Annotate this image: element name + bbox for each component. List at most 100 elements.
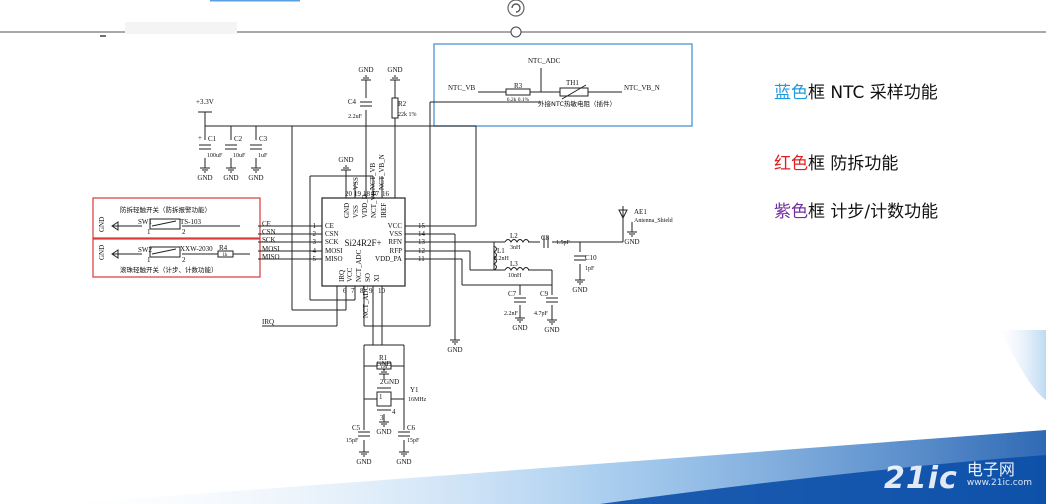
ground-symbol [379,369,389,375]
pin-number: 2 [182,256,186,264]
refresh-icon[interactable] [507,0,525,17]
cap-ref: C10 [585,254,597,262]
cap-value: 2.2nF [504,311,519,317]
chip-pin-number: 20 [345,190,353,198]
gnd-label: GND [98,245,106,260]
pin-number: 1 [147,256,151,264]
chip-pin-number: 10 [378,287,386,295]
legend-blue-keyword: 蓝色 [774,83,808,103]
cap-ref: C4 [348,98,357,106]
chip-pin-name: NCT_ADC [355,249,363,282]
components [111,75,637,457]
legend-tamper: 红色框 防拆功能 [774,149,898,174]
tamper-sw-ref: SW1 [138,218,153,226]
labels: CECSNSCKMOSIMISOIRQNCT_ADC+3.3VGNDC1100u… [98,57,673,466]
gnd-label: GND [387,66,402,74]
counter-switch-box [92,238,261,278]
chip-si24r2f [321,197,406,287]
ground-symbol [547,319,557,325]
tamper-part: TS-103 [180,218,202,226]
chip-pin-number: 3 [313,238,317,246]
chip-pin-name: XI [373,274,381,282]
cap-value: 4.7pF [534,311,549,317]
gnd-arrow [111,249,119,259]
cap-ref: C5 [352,424,361,432]
ground-symbol [341,165,351,171]
crystal-value: 16MHz [408,397,427,403]
capacitor-symbol [225,144,237,150]
slide-header [0,0,1046,38]
ground-symbol [390,75,400,81]
chip-pin-name: VDD_D [361,194,369,218]
pin-number: 2 [182,228,186,236]
chip-pin-name: IREF [380,203,388,218]
cap-value: 15pF [407,438,420,444]
ntc-vb-n-label: NTC_VB_N [624,84,660,92]
res-value: 1k [223,253,229,258]
capacitor-symbol [358,431,370,437]
legend-ntc-sampling: 蓝色框 NTC 采样功能 [774,78,938,103]
net-label: SCK [262,236,276,244]
cap-polarity: + [198,134,202,142]
tamper-title: 防拆轻触开关（防拆报警功能） [120,205,211,214]
chip-pin-name: VSS [352,205,360,218]
watermark-logo: 21ic 电子网 www.21ic.com [884,461,1032,496]
ground-symbol [200,167,210,173]
chip-pin-name: MOSI [325,247,343,255]
crystal-pin: 3 [380,414,384,422]
inductor-symbol [504,239,530,243]
chip-pin-number: 17 [372,190,380,198]
watermark-url: www.21ic.com [966,477,1032,488]
capacitor-symbol [250,144,262,150]
capacitor-symbol [543,236,549,248]
gnd-label: GND [248,174,263,182]
tamper-switch-symbol [149,218,181,230]
counter-sw-ref: SW2 [138,246,153,254]
thermistor-symbol [559,87,589,97]
cap-value: 1pF [585,266,595,272]
cap-ref: C1 [208,135,217,143]
chip-pin-number: 12 [418,247,426,255]
capacitor-symbol [199,144,211,150]
crystal-symbol [376,391,392,407]
gnd-label: GND [197,174,212,182]
gnd-label: GND [544,326,559,334]
gnd-label: GND [376,360,391,368]
gnd-arrow [111,221,119,231]
res-value: 6.2k 0.1% [507,97,530,103]
crystal-pin: 2 [380,378,384,386]
chip-pin-number: 6 [343,287,347,295]
res-value: 22k 1% [398,112,417,118]
chip-pin-number: 18 [363,190,371,198]
legend-red-text: 框 防拆功能 [808,154,899,174]
resistor-symbol [505,88,531,96]
counter-title: 滚珠轻触开关（计步、计数功能） [120,265,218,274]
chip-pin-number: 4 [313,247,317,255]
res-ref: R4 [219,244,228,252]
gnd-label: GND [624,238,639,246]
ground-symbol [361,75,371,81]
chip-pin-number: 1 [313,222,317,230]
gnd-label: GND [396,458,411,466]
cap-ref: C9 [540,290,549,298]
cap-value: 10uF [233,153,246,159]
cap-ref: C6 [407,424,416,432]
ground-symbol [450,339,460,345]
thermistor-ref: TH1 [566,79,579,87]
chip-pin-name: VSS [389,230,402,238]
counter-part: XXW-2030 [180,245,213,253]
resistor-symbol [391,97,399,119]
cap-value: 2.2uF [348,114,363,120]
chip-pin-number: 2 [313,230,317,238]
gnd-label: GND [512,324,527,332]
chip-pin-name: VDD_PA [375,255,402,263]
legend-blue-text: 框 NTC 采样功能 [808,83,938,103]
net-label-nct-adc: NCT_ADC [362,285,370,318]
chip-pin-number: 13 [418,238,426,246]
res-value: 1M [381,365,389,370]
resistor-symbol [376,362,392,370]
watermark-brand: 21ic [883,461,958,496]
cap-value: 1uF [258,153,268,159]
